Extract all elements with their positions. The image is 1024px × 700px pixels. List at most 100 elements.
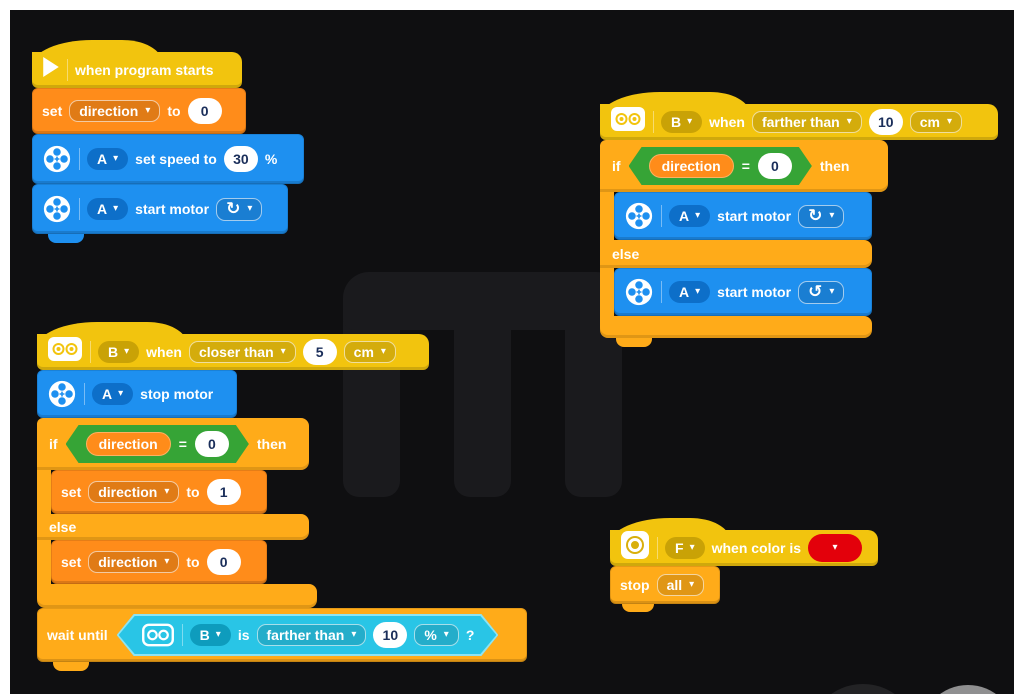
- port-dropdown[interactable]: B ▾: [98, 340, 140, 364]
- distance-sensor-icon: [141, 623, 175, 647]
- chevron-down-icon: ▾: [118, 387, 124, 399]
- value-input[interactable]: 1: [206, 479, 241, 505]
- hat-when-program-starts[interactable]: when program starts: [32, 40, 242, 88]
- variable-dropdown[interactable]: direction ▾: [88, 550, 180, 574]
- port-dropdown[interactable]: A ▾: [669, 204, 711, 228]
- unit-label: %: [424, 626, 437, 643]
- keyword-then: then: [256, 436, 287, 452]
- else-row[interactable]: else: [600, 240, 872, 268]
- counterclockwise-icon: ↺: [808, 281, 823, 302]
- chevron-down-icon: ▾: [947, 115, 953, 127]
- block-start-motor-clockwise[interactable]: A ▾ start motor ↻ ▾: [614, 192, 872, 240]
- unit-dropdown[interactable]: cm ▾: [343, 340, 396, 364]
- stop-option-label: all: [666, 576, 683, 593]
- keyword-else: else: [612, 246, 640, 262]
- value-input[interactable]: 30: [223, 146, 258, 172]
- keyword-to: to: [167, 103, 181, 119]
- variable-dropdown[interactable]: direction ▾: [88, 480, 180, 504]
- chevron-down-icon: ▾: [443, 628, 449, 640]
- unit-dropdown[interactable]: % ▾: [414, 624, 458, 647]
- port-dropdown[interactable]: A ▾: [87, 147, 129, 171]
- stop-option-dropdown[interactable]: all ▾: [656, 573, 705, 597]
- port-dropdown[interactable]: A ▾: [92, 382, 134, 406]
- block-label: start motor: [135, 201, 210, 217]
- value-input[interactable]: 10: [868, 109, 903, 135]
- direction-dropdown[interactable]: ↺ ▾: [798, 280, 845, 304]
- block-set-variable[interactable]: set direction ▾ to 0: [51, 540, 267, 584]
- motor-icon: [42, 194, 72, 224]
- chevron-down-icon: ▾: [687, 115, 693, 127]
- keyword-to: to: [186, 484, 200, 500]
- divider: [661, 281, 662, 303]
- operator-equals[interactable]: direction = 0: [66, 425, 249, 463]
- mindstorms-watermark: [343, 272, 622, 498]
- block-connector-tab: [48, 234, 84, 243]
- chevron-down-icon: ▾: [164, 555, 170, 567]
- else-row[interactable]: else: [37, 514, 309, 540]
- port-label: A: [97, 200, 108, 217]
- variable-name: direction: [79, 102, 139, 119]
- color-dropdown-red[interactable]: ▾: [808, 534, 863, 562]
- keyword-to: to: [186, 554, 200, 570]
- hat-label: when color is: [711, 540, 802, 556]
- comparator-dropdown[interactable]: farther than ▾: [751, 110, 862, 134]
- divider: [79, 198, 80, 220]
- port-dropdown[interactable]: A ▾: [87, 197, 129, 221]
- block-label: start motor: [717, 284, 792, 300]
- distance-sensor-icon: [610, 106, 646, 132]
- port-dropdown[interactable]: B ▾: [190, 624, 231, 647]
- direction-dropdown[interactable]: ↻ ▾: [798, 204, 845, 228]
- chevron-down-icon: ▾: [280, 345, 286, 357]
- distance-condition[interactable]: B ▾ is farther than ▾ 10 % ▾ ?: [117, 614, 499, 656]
- value-input[interactable]: 0: [206, 549, 241, 575]
- direction-dropdown[interactable]: ↻ ▾: [216, 197, 263, 221]
- operator-equals[interactable]: direction = 0: [629, 147, 812, 185]
- block-wait-until[interactable]: wait until B ▾ is farther than ▾ 10: [37, 608, 527, 662]
- keyword-then: then: [819, 158, 850, 174]
- value-input[interactable]: 0: [195, 431, 229, 457]
- variable-name: direction: [98, 553, 158, 570]
- block-stop[interactable]: stop all ▾: [610, 566, 720, 604]
- hat-distance-farther-than[interactable]: B ▾ when farther than ▾ 10 cm ▾: [600, 92, 998, 140]
- unit-dropdown[interactable]: cm ▾: [909, 110, 963, 134]
- port-dropdown[interactable]: A ▾: [669, 280, 711, 304]
- block-set-speed[interactable]: A ▾ set speed to 30 %: [32, 134, 304, 184]
- comparator-dropdown[interactable]: closer than ▾: [188, 340, 296, 364]
- keyword-if: if: [49, 436, 58, 452]
- value-input[interactable]: 0: [758, 153, 792, 179]
- block-stop-motor[interactable]: A ▾ stop motor: [37, 370, 237, 418]
- variable-dropdown[interactable]: direction ▾: [69, 99, 161, 123]
- variable-direction-reporter[interactable]: direction: [86, 432, 171, 457]
- hat-distance-closer-than[interactable]: B ▾ when closer than ▾ 5 cm ▾: [37, 322, 429, 370]
- block-set-variable[interactable]: set direction ▾ to 1: [51, 470, 267, 514]
- block-set-variable[interactable]: set direction ▾ to 0: [32, 88, 246, 134]
- port-dropdown[interactable]: F ▾: [665, 536, 705, 560]
- port-label: B: [671, 113, 682, 130]
- motor-icon: [624, 277, 654, 307]
- port-label: A: [97, 150, 108, 167]
- block-start-motor-counterclockwise[interactable]: A ▾ start motor ↺ ▾: [614, 268, 872, 316]
- value-input[interactable]: 10: [373, 622, 407, 648]
- chevron-down-icon: ▾: [829, 210, 835, 221]
- block-label: set speed to: [135, 151, 217, 167]
- comparator-dropdown[interactable]: farther than ▾: [257, 624, 367, 647]
- if-then-row[interactable]: if direction = 0 then: [600, 140, 888, 192]
- keyword-set: set: [42, 103, 63, 119]
- unit-label: cm: [353, 343, 374, 360]
- port-dropdown[interactable]: B ▾: [661, 110, 703, 134]
- value-input[interactable]: 5: [302, 339, 337, 365]
- chevron-down-icon: ▾: [689, 578, 695, 590]
- watermark-leg: [565, 312, 622, 497]
- watermark-leg: [454, 312, 511, 497]
- hat-when-color-is[interactable]: F ▾ when color is ▾: [610, 518, 878, 566]
- corner-button-light[interactable]: [920, 685, 1014, 694]
- value-input[interactable]: 0: [187, 98, 222, 124]
- variable-direction-reporter[interactable]: direction: [649, 154, 734, 179]
- block-start-motor[interactable]: A ▾ start motor ↻ ▾: [32, 184, 288, 234]
- color-sensor-icon: [620, 530, 650, 560]
- if-then-row[interactable]: if direction = 0 then: [37, 418, 309, 470]
- block-label: start motor: [717, 208, 792, 224]
- chevron-down-icon: ▾: [351, 628, 357, 640]
- port-label: F: [675, 539, 684, 556]
- corner-button-dark[interactable]: [808, 684, 918, 694]
